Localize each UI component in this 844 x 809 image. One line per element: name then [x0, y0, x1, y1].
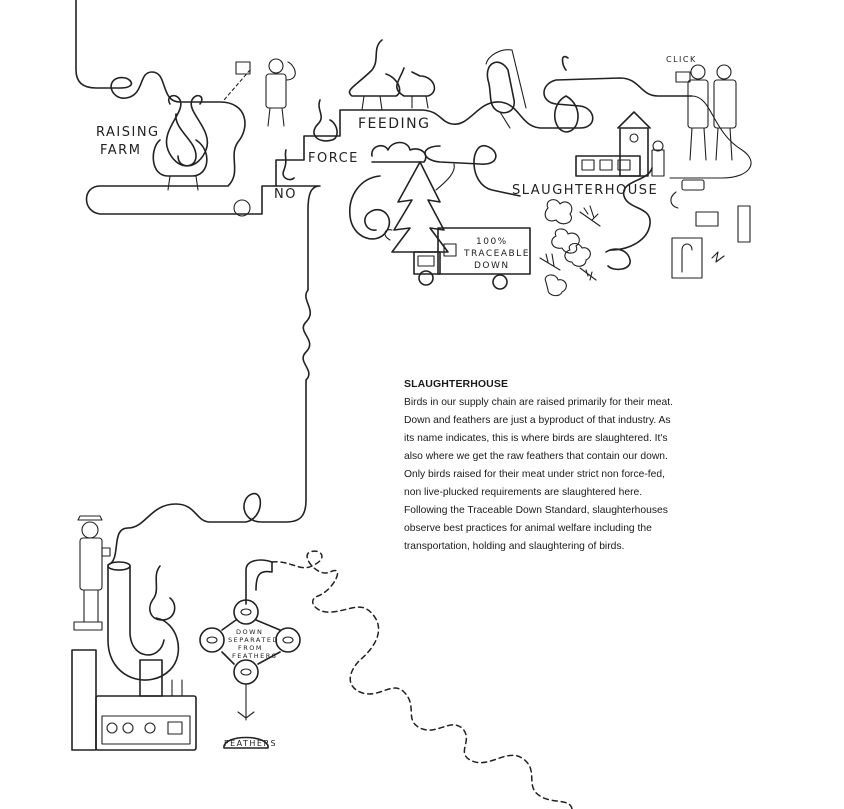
sep-label-2: SEPARATED	[228, 636, 279, 644]
sep-label-3: FROM	[238, 644, 263, 652]
truck-label-2: TRACEABLE	[463, 249, 530, 259]
feathers-label: FEATHERS	[224, 739, 277, 748]
truck-label-3: DOWN	[474, 261, 510, 271]
slaughterhouse-label: SLAUGHTERHOUSE	[512, 183, 658, 198]
slaughter-squiggle	[424, 145, 521, 197]
sep-label-1: DOWN	[236, 628, 263, 636]
descending-line	[107, 185, 321, 566]
slaughterhouse-building	[575, 111, 665, 177]
reaper-figure	[485, 49, 527, 129]
observers: CLICK	[666, 55, 737, 161]
article-heading: SLAUGHTERHOUSE	[404, 378, 509, 390]
raising-farm-birds	[152, 94, 251, 217]
down-separator: DOWN SEPARATED FROM FEATHERS FEATHERS	[199, 559, 301, 749]
force-label: FORCE	[308, 151, 359, 166]
processing-machine	[71, 515, 197, 751]
bird-bag	[553, 55, 579, 133]
sep-label-4: FEATHERS	[232, 652, 277, 660]
forest-swirl	[349, 175, 391, 240]
article-body: Birds in our supply chain are raised pri…	[404, 397, 673, 552]
truck-label-1: 100%	[476, 237, 508, 247]
slaughterhouse-article: SLAUGHTERHOUSE Birds in our supply chain…	[404, 378, 676, 556]
small-geese	[282, 39, 436, 181]
scattered-feathers	[539, 199, 631, 297]
communication-devices	[669, 95, 752, 279]
inspector-figure	[223, 58, 296, 127]
traceable-down-truck: 100% TRACEABLE DOWN	[413, 227, 531, 290]
feeding-label: FEEDING	[358, 116, 430, 132]
supply-chain-line	[75, 0, 693, 215]
dashed-path	[271, 550, 573, 809]
no-label: NO	[274, 187, 297, 202]
raising-farm-label-2: FARM	[100, 143, 141, 158]
pipe-hose	[609, 167, 653, 251]
forest	[371, 141, 455, 253]
click-label: CLICK	[666, 55, 697, 64]
raising-farm-label-1: RAISING	[96, 125, 160, 140]
